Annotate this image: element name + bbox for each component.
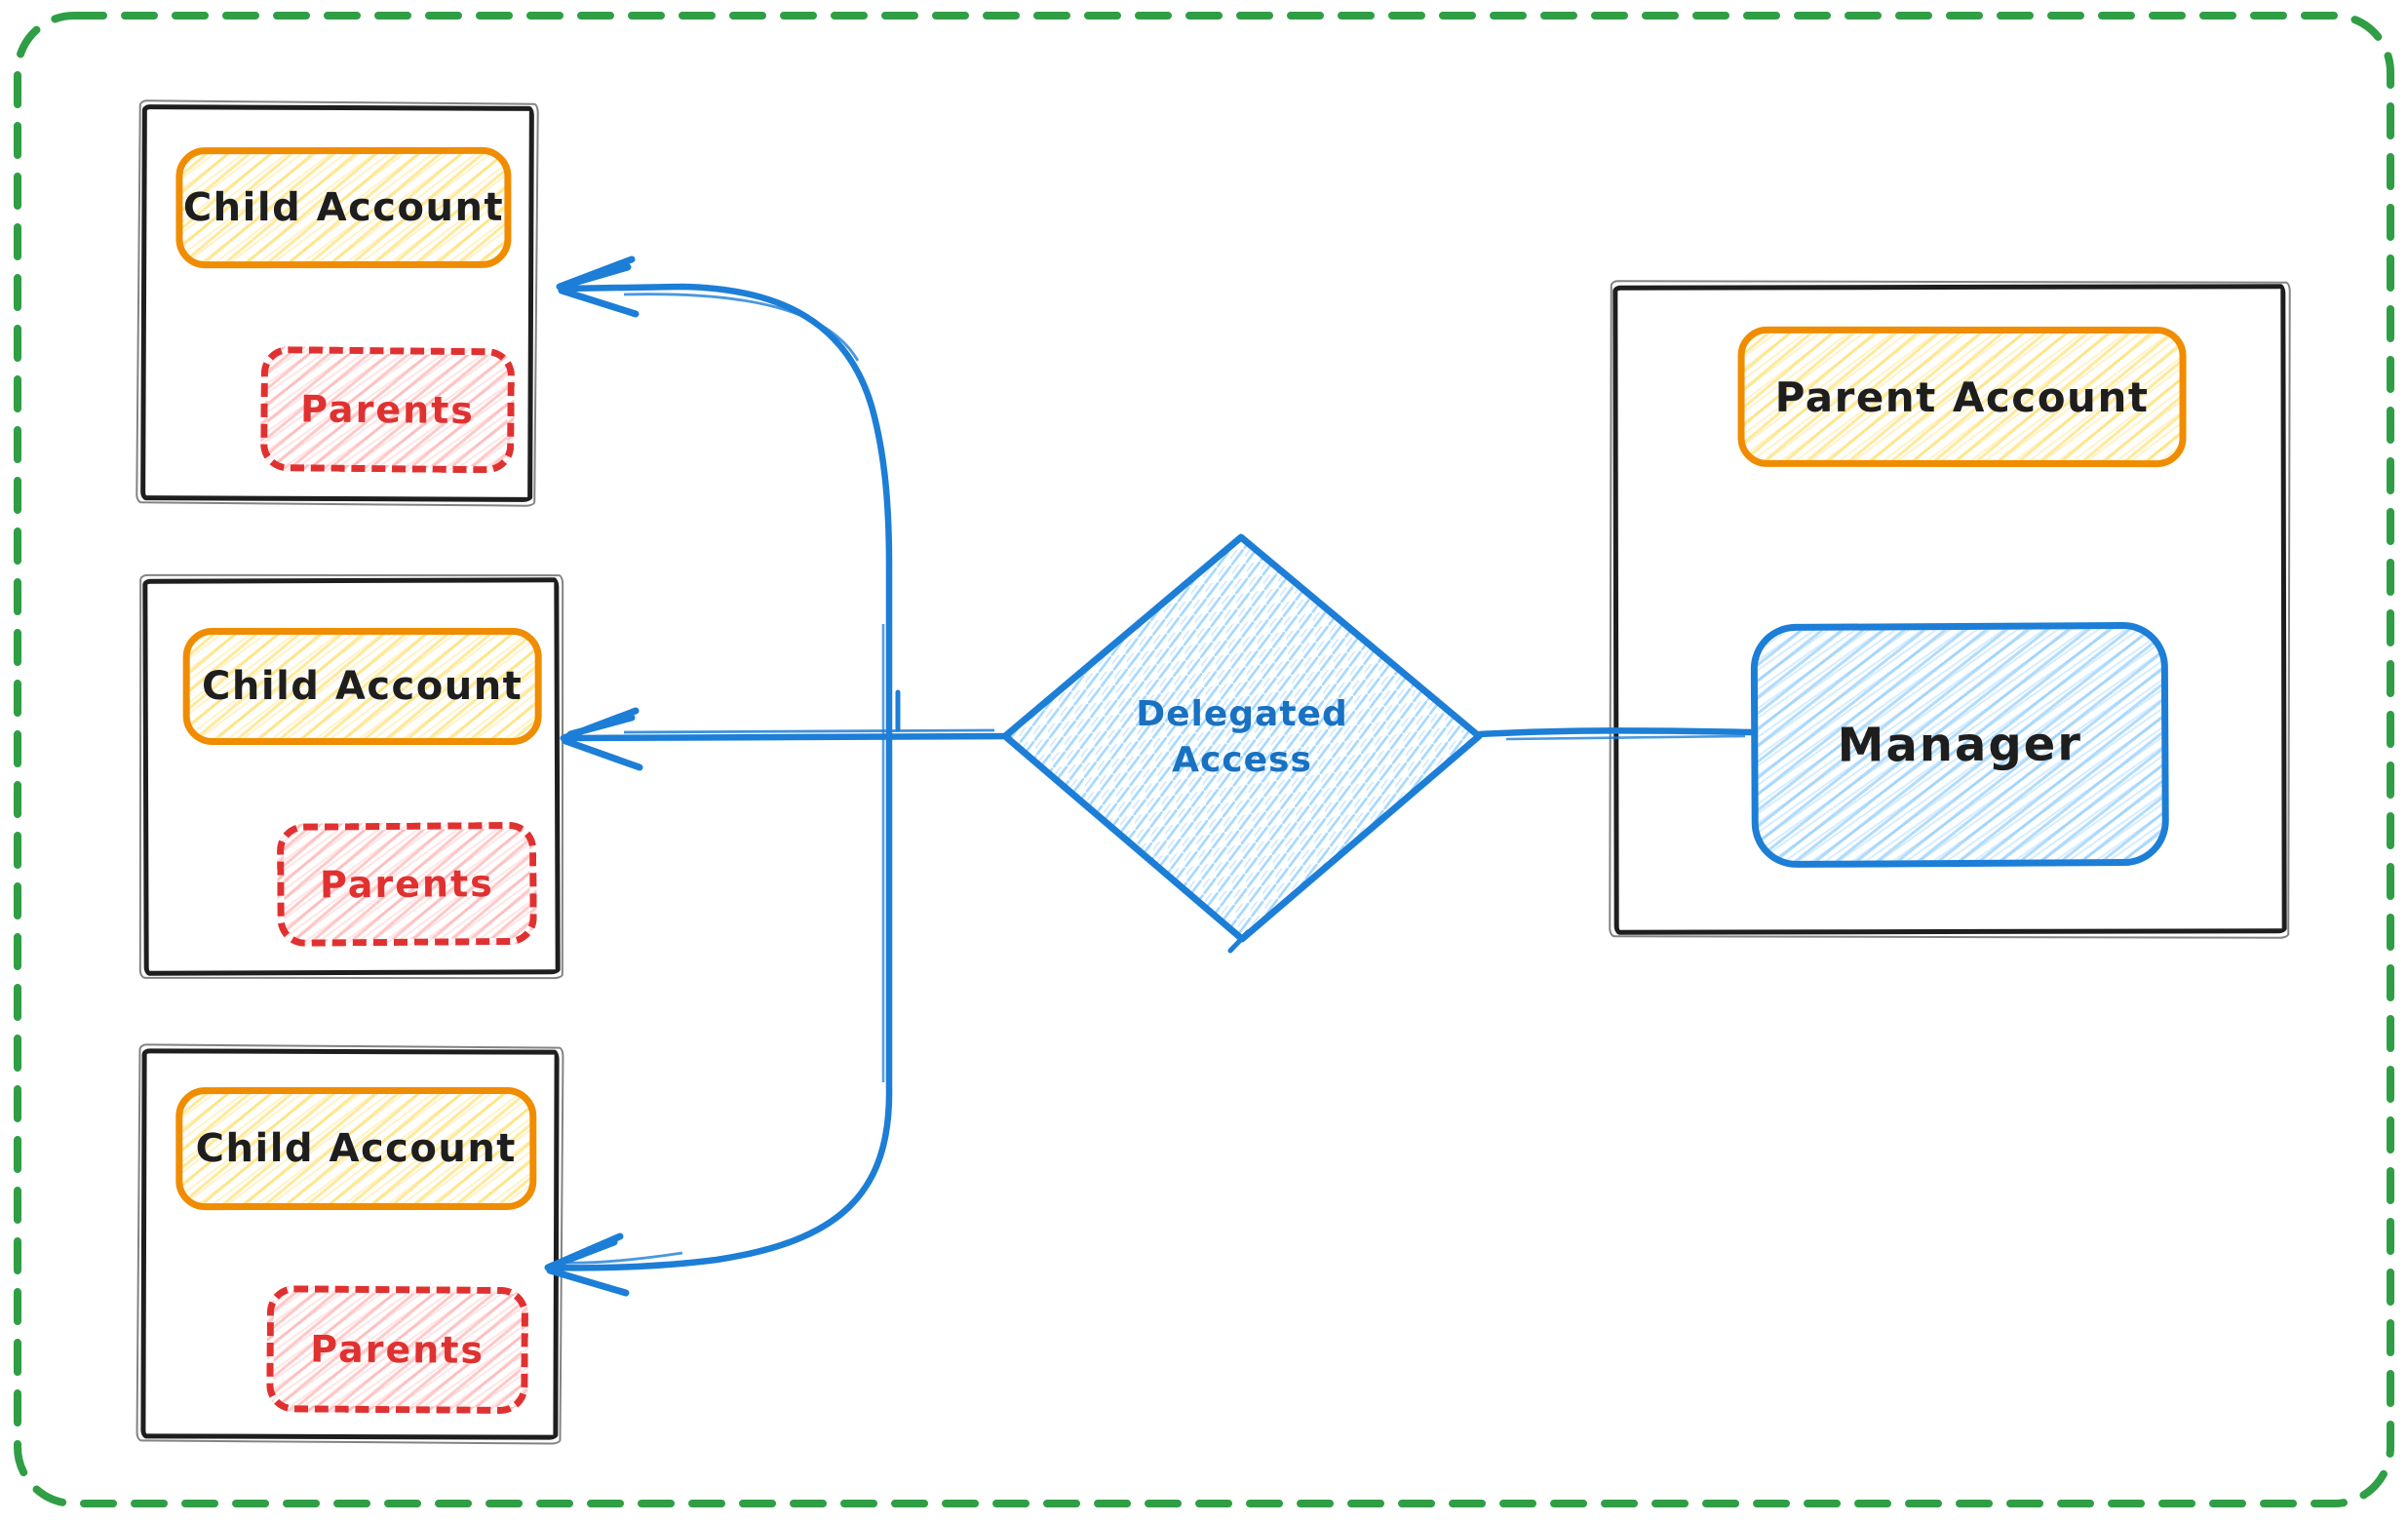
child-account-label-2[interactable]: Child Account	[182, 627, 542, 745]
child-account-box-2[interactable]: Child Account Parents	[142, 577, 561, 976]
child-account-box-1[interactable]: Child Account Parents	[140, 104, 534, 502]
child-account-title: Child Account	[195, 1125, 517, 1172]
manager-label: Manager	[1837, 717, 2083, 773]
parent-account-title: Parent Account	[1774, 372, 2150, 421]
child-account-label-1[interactable]: Child Account	[175, 146, 512, 269]
child-account-box-3[interactable]: Child Account Parents	[140, 1048, 560, 1440]
child-account-title: Child Account	[182, 184, 505, 231]
parents-badge-2[interactable]: Parents	[276, 821, 537, 947]
child-account-label-3[interactable]: Child Account	[175, 1086, 537, 1211]
parents-label: Parents	[299, 387, 476, 433]
parents-label: Parents	[310, 1327, 485, 1372]
delegated-access-diamond[interactable]	[1001, 533, 1483, 954]
child-account-title: Child Account	[202, 663, 524, 709]
parents-label: Parents	[319, 862, 494, 907]
manager-node[interactable]: Manager	[1750, 621, 2169, 869]
delegated-access-label[interactable]: Delegated Access	[1080, 675, 1404, 801]
parent-account-box[interactable]: Parent Account Manager	[1612, 284, 2287, 935]
delegated-access-line2: Access	[1172, 740, 1312, 780]
delegated-access-line1: Delegated	[1136, 694, 1348, 735]
edge-diamond-to-top-and-bottom-children[interactable]	[544, 255, 901, 1297]
parents-badge-1[interactable]: Parents	[259, 345, 516, 474]
edge-diamond-to-middle-child[interactable]	[560, 707, 1012, 771]
parent-account-label[interactable]: Parent Account	[1737, 326, 2187, 468]
parents-badge-3[interactable]: Parents	[266, 1285, 529, 1415]
